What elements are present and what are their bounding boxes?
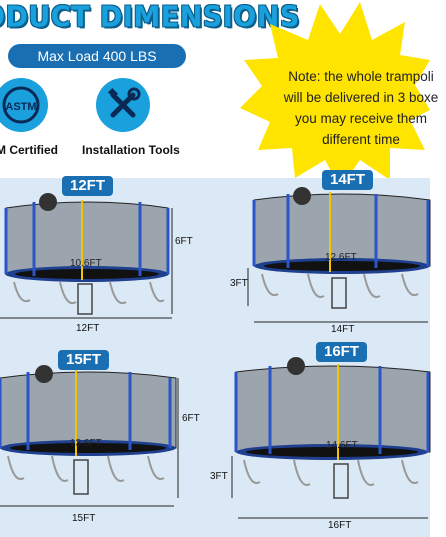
note-line: different time	[322, 132, 400, 147]
size-badge-12ft: 12FT	[62, 176, 114, 196]
installation-tools-icon	[96, 78, 150, 132]
page-title: ODUCT DIMENSIONS	[0, 1, 300, 34]
diameter-label-12ft: 10.6FT	[70, 258, 102, 269]
size-badge-16ft: 16FT	[316, 342, 368, 362]
trampoline-16ft-illustration	[231, 357, 431, 519]
height-label-15ft: 6FT	[182, 413, 200, 424]
note-line: you may receive them	[294, 111, 428, 126]
width-label-14ft: 14FT	[331, 324, 355, 335]
width-label-16ft: 16FT	[328, 520, 352, 531]
width-label-15ft: 15FT	[72, 513, 96, 524]
height-label-12ft: 6FT	[175, 236, 193, 247]
size-badge-15ft: 15FT	[58, 350, 110, 370]
astm-certified-icon: ASTM	[0, 78, 48, 132]
astm-badge-text: ASTM	[5, 101, 36, 113]
width-label-12ft: 12FT	[76, 323, 100, 334]
diameter-label-16ft: 14.6FT	[326, 440, 358, 451]
max-load-badge: Max Load 400 LBS	[8, 44, 186, 68]
trampoline-14ft-illustration	[247, 187, 431, 323]
delivery-note-burst	[240, 2, 430, 188]
delivery-note: Note: the whole trampoli will be deliver…	[276, 66, 446, 150]
diameter-label-14ft: 12.6FT	[325, 252, 357, 263]
trampoline-15ft-illustration	[0, 365, 179, 507]
diameter-label-15ft: 13.6FT	[70, 438, 102, 449]
feature-label-tools: Installation Tools	[82, 143, 180, 157]
leg-height-label-16ft: 3FT	[210, 471, 228, 482]
size-badge-14ft: 14FT	[322, 170, 374, 190]
note-line: will be delivered in 3 boxe	[283, 90, 439, 105]
trampoline-12ft-illustration	[0, 193, 173, 319]
feature-label-astm: M Certified	[0, 143, 59, 157]
note-line: Note: the whole trampoli	[288, 69, 434, 84]
leg-height-label-14ft: 3FT	[230, 278, 248, 289]
